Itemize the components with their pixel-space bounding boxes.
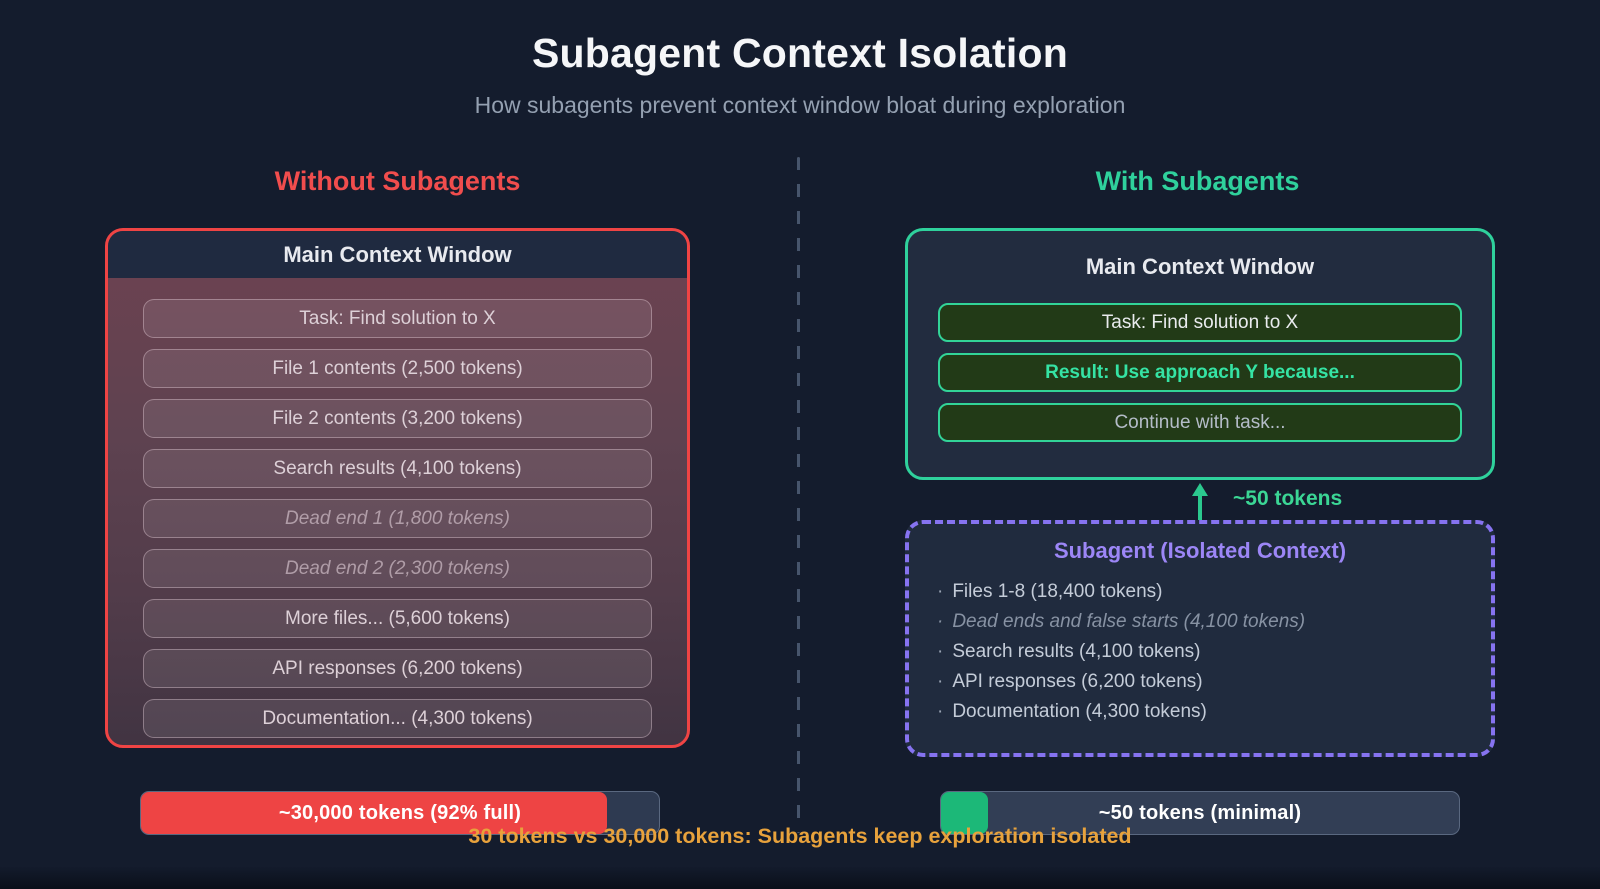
context-row: Continue with task... [938,403,1462,442]
page-title: Subagent Context Isolation [532,30,1068,76]
subagent-item-label: Files 1-8 (18,400 tokens) [952,581,1163,602]
page-subtitle: How subagents prevent context window blo… [474,92,1126,118]
right-main-context-window: Main Context Window Task: Find solution … [905,228,1495,480]
context-row: API responses (6,200 tokens) [143,649,652,688]
footer-comparison-note: 30 tokens vs 30,000 tokens: Subagents ke… [468,824,1132,848]
bullet-icon: · [937,671,944,692]
subagent-item-label: Documentation (4,300 tokens) [952,701,1207,722]
context-row: Task: Find solution to X [143,299,652,338]
bullet-icon: · [937,641,944,662]
subagent-isolated-context-box: Subagent (Isolated Context) · Files 1-8 … [905,520,1495,757]
subagent-item-label: API responses (6,200 tokens) [952,671,1203,692]
right-token-meter-fill [941,792,988,834]
context-row: Result: Use approach Y because... [938,353,1462,392]
bottom-strip [0,867,1600,889]
context-row: Task: Find solution to X [938,303,1462,342]
context-row: Dead end 2 (2,300 tokens) [143,549,652,588]
bullet-icon: · [937,581,944,602]
right-token-meter-label: ~50 tokens (minimal) [1098,801,1302,824]
arrow-shaft [1198,495,1202,520]
left-token-meter: ~30,000 tokens (92% full) [140,791,660,835]
subagent-item: · API responses (6,200 tokens) [937,667,1491,697]
left-token-meter-label: ~30,000 tokens (92% full) [278,801,522,824]
right-panel-heading: With Subagents [1095,166,1300,196]
up-arrow-icon [1192,483,1208,520]
right-token-meter: ~50 tokens (minimal) [940,791,1460,835]
context-row: File 2 contents (3,200 tokens) [143,399,652,438]
subagent-item-label: Dead ends and false starts (4,100 tokens… [952,611,1306,632]
left-panel-heading: Without Subagents [274,166,521,196]
left-token-meter-fill [141,792,608,834]
context-row: File 1 contents (2,500 tokens) [143,349,652,388]
subagent-item: · Search results (4,100 tokens) [937,637,1491,667]
subagent-item: · Dead ends and false starts (4,100 toke… [937,607,1491,637]
left-main-context-window: Main Context Window Task: Find solution … [105,228,690,748]
subagent-item: · Documentation (4,300 tokens) [937,697,1491,727]
subagent-title: Subagent (Isolated Context) [1053,538,1347,563]
context-row: Search results (4,100 tokens) [143,449,652,488]
left-window-title: Main Context Window [108,231,687,278]
context-row: More files... (5,600 tokens) [143,599,652,638]
right-window-title: Main Context Window [1085,254,1315,279]
bullet-icon: · [937,611,944,632]
bullet-icon: · [937,701,944,722]
arrow-token-label: ~50 tokens [1233,487,1343,510]
context-row: Documentation... (4,300 tokens) [143,699,652,738]
subagent-item: · Files 1-8 (18,400 tokens) [937,577,1491,607]
context-row: Dead end 1 (1,800 tokens) [143,499,652,538]
divider-dashed-line [797,157,800,833]
left-context-rows: Task: Find solution to X File 1 contents… [108,278,687,738]
subagent-item-list: · Files 1-8 (18,400 tokens) · Dead ends … [937,577,1491,727]
arrow-head [1192,483,1208,496]
right-context-rows: Task: Find solution to X Result: Use app… [908,290,1492,442]
subagent-item-label: Search results (4,100 tokens) [952,641,1201,662]
